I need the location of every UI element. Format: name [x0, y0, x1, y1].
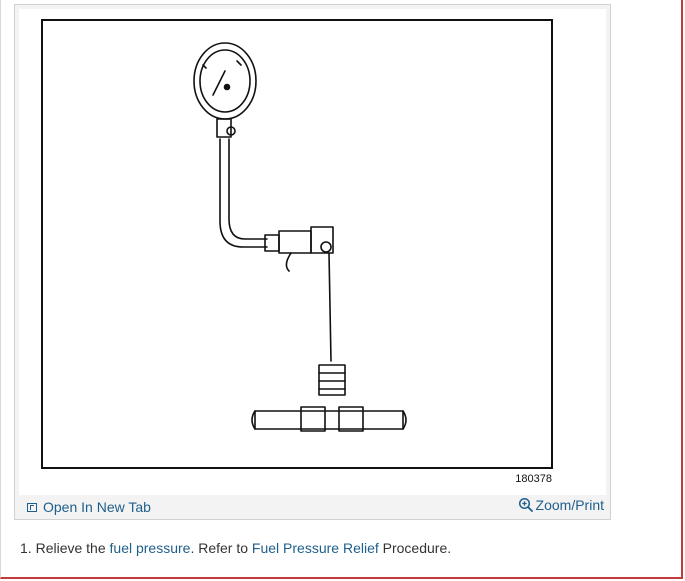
fuel-pressure-link[interactable]: fuel pressure	[109, 540, 191, 556]
fuel-rail-pipe	[254, 410, 404, 430]
step-text-after: Procedure.	[378, 540, 452, 556]
magnifier-plus-icon	[518, 497, 533, 512]
figure-panel: 180378	[19, 9, 606, 495]
fuel-pressure-relief-link[interactable]: Fuel Pressure Relief	[251, 540, 379, 556]
figure-number: 180378	[515, 473, 552, 485]
zoom-print-button[interactable]: Zoom/Print	[518, 497, 604, 513]
connection-line	[328, 252, 332, 362]
step-number: 1.	[20, 540, 32, 556]
step-text-before: Relieve the	[31, 540, 110, 556]
gauge-fitting	[216, 118, 232, 138]
open-in-new-tab-button[interactable]: Open In New Tab	[27, 499, 151, 515]
procedure-step: 1. Relieve the fuel pressure. Refer to F…	[20, 540, 451, 556]
open-new-tab-icon	[27, 502, 37, 512]
gauge-hose	[219, 138, 268, 248]
figure-card: 180378 Open In New Tab Zoom/Print	[14, 4, 611, 520]
fuel-gauge-drawing	[193, 42, 407, 432]
zoom-print-label: Zoom/Print	[535, 497, 604, 513]
pressure-gauge-dial	[193, 42, 257, 120]
fuel-gauge-illustration	[41, 19, 553, 469]
figure-action-bar: Open In New Tab Zoom/Print	[15, 495, 610, 519]
schrader-valve	[318, 364, 346, 396]
open-in-new-tab-label: Open In New Tab	[43, 499, 151, 515]
step-text-middle: . Refer to	[190, 540, 252, 556]
